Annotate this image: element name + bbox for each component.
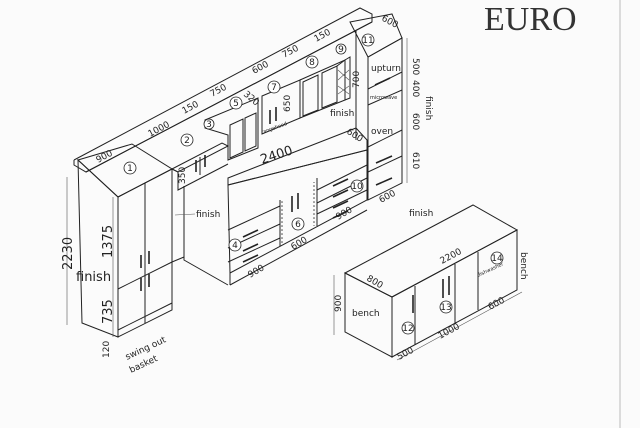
cabinet-number-2: 2 xyxy=(184,136,190,146)
dim-wall-w4: 600 xyxy=(251,60,271,77)
dim-bench-depth: 800 xyxy=(365,274,385,291)
drawing-title: EURO xyxy=(484,1,577,38)
cabinet-number-8: 8 xyxy=(309,58,315,68)
dim-tower-depth: 600 xyxy=(380,14,400,31)
tower-cabinet-11 xyxy=(349,13,403,201)
note-tower-finish: finish xyxy=(423,96,433,120)
cabinet-number-7: 7 xyxy=(271,83,277,93)
dim-tower-h2: 400 xyxy=(410,80,420,97)
note-microwave: microwave xyxy=(370,95,397,101)
dim-wall-w3: 750 xyxy=(209,83,229,100)
cabinet-number-14: 14 xyxy=(491,254,503,264)
cabinet-number-3: 3 xyxy=(206,120,212,130)
dim-tall-lower: 735 xyxy=(101,299,116,324)
dim-tower-h4: 610 xyxy=(410,152,420,169)
dim-bench-height: 900 xyxy=(334,295,344,312)
leader-line xyxy=(174,213,196,216)
dim-wall-w5: 750 xyxy=(281,44,301,61)
note-bench-finish: finish xyxy=(409,209,433,219)
bench-unit xyxy=(343,204,519,358)
cabinet-number-markers: 1 2 3 4 5 6 7 8 9 10 11 12 13 14 xyxy=(123,33,504,335)
note-tall-finish: finish xyxy=(76,270,111,285)
dim-tall-plinth: 120 xyxy=(102,341,112,358)
dim-tall-height: 2230 xyxy=(61,237,76,270)
cabinet-number-6: 6 xyxy=(295,220,301,230)
dim-tower-h3: 600 xyxy=(410,113,420,130)
dim-bench-w3: 600 xyxy=(487,296,507,313)
dimension-lines xyxy=(66,38,523,361)
dim-tower-h1: 500 xyxy=(410,58,420,75)
wall-cabinets-glass xyxy=(204,56,351,161)
dim-counter-depth: 600 xyxy=(344,127,364,145)
note-bench-left: bench xyxy=(352,309,380,319)
dim-bench-w1: 500 xyxy=(396,346,416,363)
back-wall-panel xyxy=(73,7,373,173)
note-side-finish: finish xyxy=(196,210,220,220)
cabinet-number-1: 1 xyxy=(127,164,133,174)
cabinet-number-9: 9 xyxy=(338,45,344,55)
dim-wall-right-height: 700 xyxy=(352,71,362,88)
dim-wall-w1: 1000 xyxy=(147,120,172,140)
note-oven: oven xyxy=(371,127,393,137)
cabinet-number-11: 11 xyxy=(362,36,373,46)
base-units xyxy=(227,127,368,286)
note-bench-right: bench xyxy=(518,252,528,280)
note-rangehood: rangehood xyxy=(261,121,288,136)
cabinet-number-12: 12 xyxy=(402,324,413,334)
note-upturn: upturn xyxy=(371,64,401,74)
dim-base-w1: 900 xyxy=(247,263,267,280)
note-counter-finish: finish xyxy=(330,109,354,119)
dim-tall-upper: 1375 xyxy=(101,225,116,258)
dim-tall-width: 900 xyxy=(95,149,115,166)
dim-counter-length: 2400 xyxy=(259,143,295,167)
cabinet-number-5: 5 xyxy=(233,99,239,109)
dim-base-w2: 600 xyxy=(290,235,310,252)
dim-wall-w6: 150 xyxy=(313,28,333,45)
dim-bench-w2: 1000 xyxy=(437,322,462,342)
dim-bench-length: 2200 xyxy=(439,247,464,267)
cabinet-number-4: 4 xyxy=(232,241,238,251)
dim-tower-width: 600 xyxy=(378,189,398,206)
tall-cabinet-1 xyxy=(77,143,174,338)
dim-rangehood-height: 650 xyxy=(283,95,293,112)
cabinet-number-10: 10 xyxy=(351,182,363,192)
dim-wall-left-height: 350 xyxy=(178,167,188,184)
cabinet-number-13: 13 xyxy=(440,303,451,313)
